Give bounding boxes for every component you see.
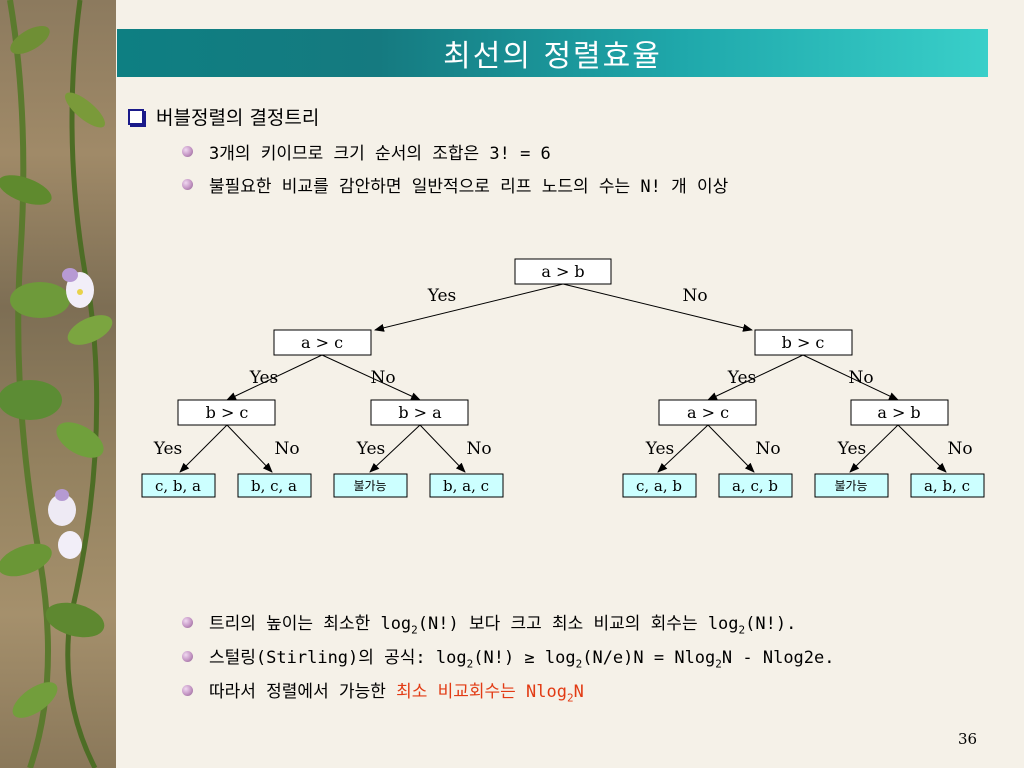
section-heading: 버블정렬의 결정트리 [156, 107, 320, 129]
bullet-dot-icon [182, 651, 193, 663]
leaf-label: 불가능 [353, 479, 386, 493]
tree-leaf: c, b, a [141, 473, 216, 498]
tree-leaf: b, a, c [429, 473, 504, 498]
leaf-label: b, c, a [251, 477, 297, 495]
edge-label-yes: Yes [645, 439, 675, 459]
bullet-item: 따라서 정렬에서 가능한 최소 비교회수는 Nlog2N [182, 677, 584, 704]
bullet-text: 트리의 높이는 최소한 log2(N!) 보다 크고 최소 비교의 회수는 lo… [209, 614, 797, 637]
node-label: a > b [541, 262, 584, 281]
bullet-dot-icon [182, 685, 193, 697]
bullet-text: 스털링(Stirling)의 공식: log2(N!) ≥ log2(N/e)N… [209, 648, 835, 671]
bullet-dot-icon [182, 146, 193, 157]
tree-node-internal: a > b [850, 399, 949, 426]
edge-label-no: No [274, 439, 299, 459]
tree-node-internal: a > c [273, 329, 372, 356]
edge-label-yes: Yes [249, 368, 279, 388]
tree-leaf: a, c, b [718, 473, 793, 498]
leaf-label: a, b, c [924, 477, 970, 495]
edge-label-yes: Yes [837, 439, 867, 459]
tree-edges [179, 283, 947, 473]
edge-label-yes: Yes [356, 439, 386, 459]
tree-node-root: a > b [514, 258, 612, 285]
edge-labels: Yes No Yes No Yes No Yes No Yes No Yes N… [153, 286, 973, 459]
leaf-label: c, a, b [636, 477, 682, 495]
checkbox-bullet-icon [128, 108, 144, 125]
tree-leaf: 불가능 [814, 473, 889, 498]
bullet-dot-icon [182, 617, 193, 629]
bullet-item: 트리의 높이는 최소한 log2(N!) 보다 크고 최소 비교의 회수는 lo… [182, 609, 796, 636]
main-heading-bullet: 버블정렬의 결정트리 [128, 103, 319, 130]
leaf-label: 불가능 [834, 479, 867, 493]
tree-leaf: a, b, c [910, 473, 985, 498]
tree-leaf: 불가능 [333, 473, 408, 498]
tree-leaf: b, c, a [237, 473, 312, 498]
node-label: b > c [206, 403, 249, 422]
edge-label-no: No [466, 439, 491, 459]
node-label: a > c [687, 403, 729, 422]
bullet-dot-icon [182, 179, 193, 190]
tree-node-internal: a > c [658, 399, 757, 426]
title-bar: 최선의 정렬효율 [117, 29, 988, 77]
edge-label-yes: Yes [427, 286, 457, 306]
tree-node-internal: b > c [754, 329, 853, 356]
page-title: 최선의 정렬효율 [443, 39, 662, 74]
bullet-text: 따라서 정렬에서 가능한 최소 비교회수는 Nlog2N [209, 682, 584, 705]
edge-label-yes: Yes [153, 439, 183, 459]
bullet-text: 3개의 키이므로 크기 순서의 조합은 3! = 6 [209, 144, 551, 164]
bullet-text: 불필요한 비교를 감안하면 일반적으로 리프 노드의 수는 N! 개 이상 [209, 177, 729, 197]
tree-leaf: c, a, b [622, 473, 697, 498]
node-label: b > c [782, 333, 825, 352]
leaf-label: c, b, a [155, 477, 201, 495]
tree-node-internal: b > c [177, 399, 276, 426]
leaf-label: b, a, c [443, 477, 489, 495]
edge-label-no: No [848, 368, 873, 388]
edge-label-no: No [370, 368, 395, 388]
edge-label-no: No [947, 439, 972, 459]
bullet-item: 3개의 키이므로 크기 순서의 조합은 3! = 6 [182, 139, 551, 164]
node-label: a > c [301, 333, 343, 352]
tree-node-internal: b > a [370, 399, 469, 426]
leaf-label: a, c, b [732, 477, 778, 495]
bullet-item: 불필요한 비교를 감안하면 일반적으로 리프 노드의 수는 N! 개 이상 [182, 172, 728, 197]
highlighted-text: 최소 비교회수는 Nlog2N [396, 682, 584, 705]
edge-label-yes: Yes [727, 368, 757, 388]
node-label: b > a [398, 403, 442, 422]
edge-label-no: No [755, 439, 780, 459]
page-number: 36 [958, 730, 978, 748]
bullet-item: 스털링(Stirling)의 공식: log2(N!) ≥ log2(N/e)N… [182, 643, 835, 670]
node-label: a > b [877, 403, 920, 422]
decorative-photo-strip [0, 0, 116, 768]
edge-label-no: No [682, 286, 707, 306]
